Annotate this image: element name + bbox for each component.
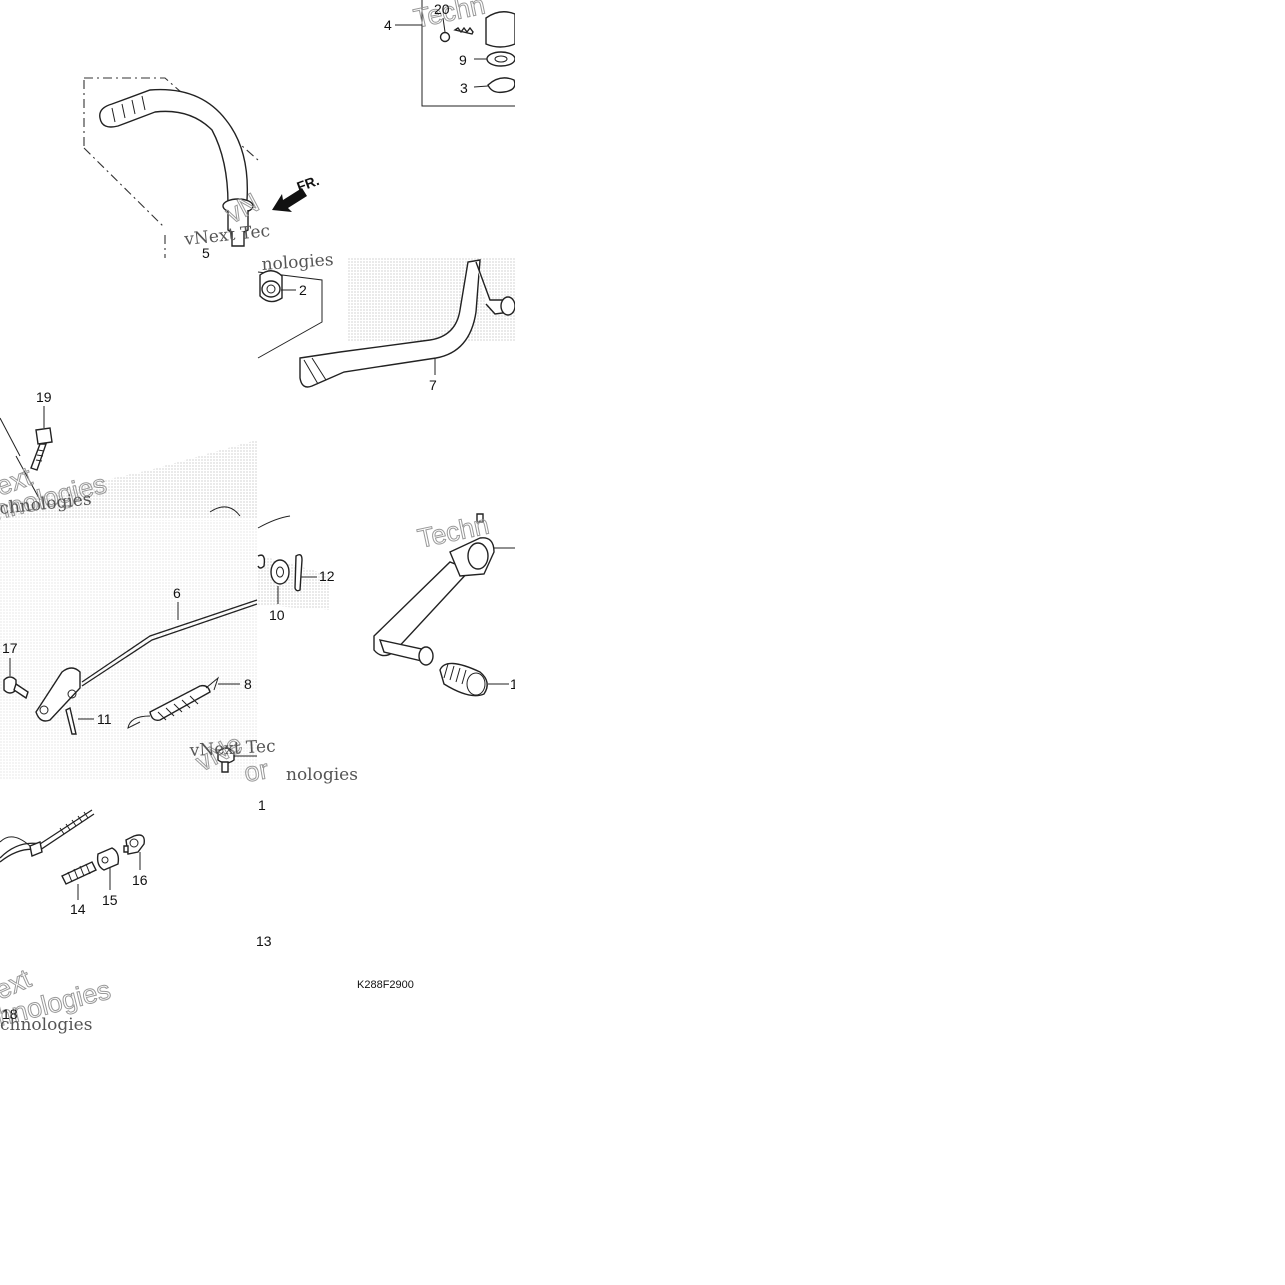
circlip-part-3: [487, 77, 516, 94]
callout-15: 15: [102, 892, 118, 908]
svg-text:vNext Tec: vNext Tec: [182, 221, 271, 250]
cotter-pin-part-11: [65, 706, 94, 735]
callout-12: 12: [319, 568, 335, 584]
bolt-part-19: [0, 406, 53, 501]
callout-20: 20: [434, 1, 450, 17]
callout-18: 18: [2, 1006, 18, 1022]
callout-11: 11: [97, 711, 112, 727]
callout-5: 5: [202, 245, 210, 261]
brake-pedal-part-7: [299, 259, 516, 388]
callout-19: 19: [36, 389, 52, 405]
washer-part-10: [257, 554, 290, 604]
callout-17: 17: [2, 640, 18, 656]
callout-9: 9: [459, 52, 467, 68]
svg-text:nologies: nologies: [261, 250, 334, 275]
bolt-part-1: [217, 747, 257, 773]
nut-part-16: [123, 834, 145, 870]
callout-1-shift: 1: [510, 676, 518, 692]
callout-14: 14: [70, 901, 86, 917]
shift-pedal-part-1: [373, 513, 515, 697]
callout-13: 13: [256, 933, 272, 949]
svg-text:nologies: nologies: [286, 765, 358, 785]
ball-part-20: [439, 31, 451, 43]
callout-16: 16: [132, 872, 148, 888]
washer-part-9: [486, 51, 516, 67]
part-2-group: [257, 270, 323, 359]
brake-rod-part-6: [35, 506, 291, 722]
lever-part-5: [83, 77, 259, 258]
spring-part-14: [61, 861, 97, 900]
collar-part: [485, 11, 516, 48]
svg-text:or: or: [242, 754, 271, 788]
spring-part-8: [127, 676, 240, 729]
bolt-part-17: [3, 658, 29, 700]
callout-labels: 20 4 9 3 5 2 7 19 6 10 12 17 11 8 1 1 14…: [2, 1, 518, 1022]
diagram-code: K288F2900: [357, 979, 414, 991]
callout-4: 4: [384, 17, 392, 33]
spring-part-20: [453, 26, 474, 35]
callout-7: 7: [429, 377, 437, 393]
arrow-label: FR.: [295, 172, 322, 195]
pin-part-12: [294, 553, 317, 592]
callout-8: 8: [244, 676, 252, 692]
inset-box: [395, 0, 516, 107]
svg-text:chnologies: chnologies: [0, 1015, 92, 1035]
svg-text:vNext Tec: vNext Tec: [188, 737, 276, 762]
callout-6: 6: [173, 585, 181, 601]
callout-3: 3: [460, 80, 468, 96]
front-arrow-icon: FR.: [272, 172, 321, 212]
callout-1-bolt: 1: [258, 797, 266, 813]
joint-part-15: [96, 847, 120, 890]
callout-10: 10: [269, 607, 285, 623]
callout-2: 2: [299, 282, 307, 298]
lower-rod: [0, 809, 95, 863]
